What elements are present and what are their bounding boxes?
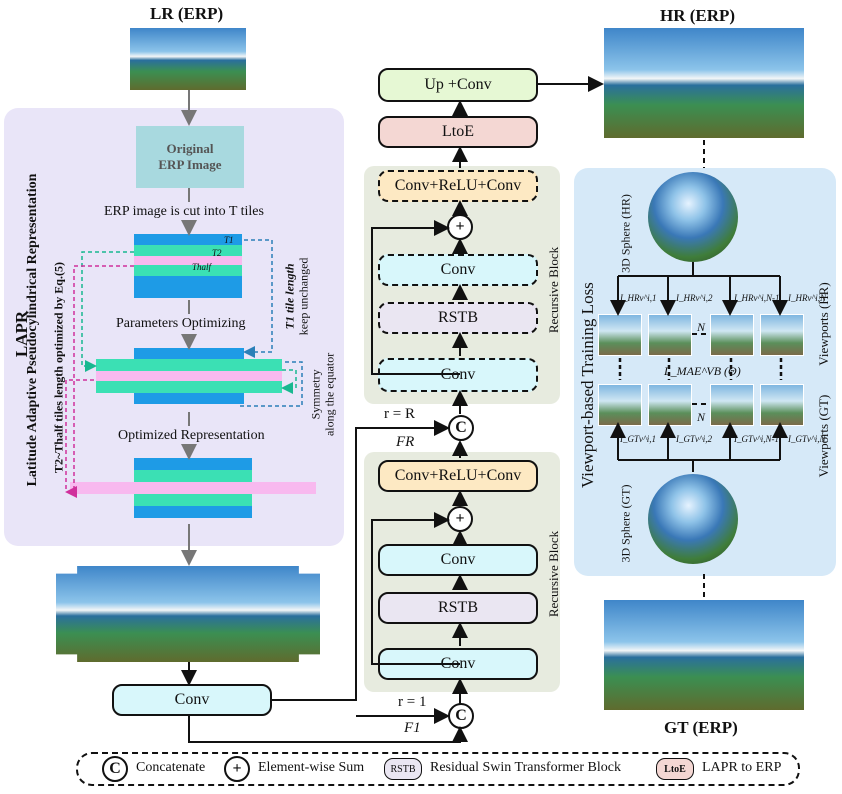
legend-ltoe-badge: LtoE [656,758,694,780]
cut-text: ERP image is cut into T tiles [104,204,264,219]
viewport-hr-4 [760,314,804,356]
optimized-repr-text: Optimized Representation [118,428,265,443]
gt-erp-image [604,600,804,710]
legend-sum-label: Element-wise Sum [258,760,365,775]
viewport-gt-2 [648,384,692,426]
legend [76,752,800,786]
viewport-hr-2 [648,314,692,356]
legend-sum-icon: + [224,756,250,782]
t1-label: T1 [224,235,234,245]
hr-title: HR (ERP) [660,6,736,25]
viewport-gt-1 [598,384,642,426]
params-optimizing-text: Parameters Optimizing [116,316,246,331]
legend-concatenate-label: Concatenate [136,760,206,775]
conv-relu-conv-bottom-block: Conv+ReLU+Conv [378,460,538,492]
legend-rstb-badge: RSTB [384,758,422,780]
ltoe-block: LtoE [378,116,538,148]
legend-concatenate-icon: C [102,756,128,782]
gt-viewport-label-2: I_GTv^i,2 [676,434,713,444]
r-equals-1-label: r = 1 [398,694,427,710]
hr-erp-image [604,28,804,138]
hr-viewport-label-4: I_HRv^i,N [788,293,827,303]
tiles-optimizing [96,348,282,412]
original-erp-image-label: Original ERP Image [158,140,222,172]
viewport-hr-1 [598,314,642,356]
f-1-label: F1 [404,720,421,736]
gt-viewport-label-1: I_GTv^i,1 [620,434,657,444]
sphere-hr [648,172,738,262]
concat-top-icon: C [448,415,474,441]
n-label-hr: N [697,320,706,334]
n-label-gt: N [697,410,706,424]
f-r-label: FR [396,434,415,450]
gt-title: GT (ERP) [664,718,738,737]
gt-viewport-label-3: I_GTv^i,N-1 [734,434,780,444]
rstb-bottom-block: RSTB [378,592,538,624]
loss-formula: L_MAE^VB (Θ) [664,364,741,378]
r-equals-r-label: r = R [384,406,415,422]
lapr-output-image [56,566,320,662]
lr-title: LR (ERP) [150,4,224,23]
lr-erp-image [130,28,246,90]
hr-viewport-label-1: I_HRv^i,1 [620,293,657,303]
legend-rstb-label: Residual Swin Transformer Block [430,760,621,775]
gt-viewport-label-4: I_GTv^i,N [788,434,826,444]
viewport-hr-3 [710,314,754,356]
tiles-optimized [70,458,316,522]
conv-relu-conv-top-block: Conv+ReLU+Conv [378,170,538,202]
hr-viewport-label-3: I_HRv^i,N-1 [734,293,780,303]
t2-label: T2 [212,248,222,258]
original-erp-image-box: Original ERP Image [136,126,244,188]
hr-viewport-label-2: I_HRv^i,2 [676,293,713,303]
tiles-original [134,234,242,298]
sphere-gt [648,474,738,564]
thalf-label: Thalf [192,262,212,272]
legend-ltoe-label: LAPR to ERP [702,760,782,775]
